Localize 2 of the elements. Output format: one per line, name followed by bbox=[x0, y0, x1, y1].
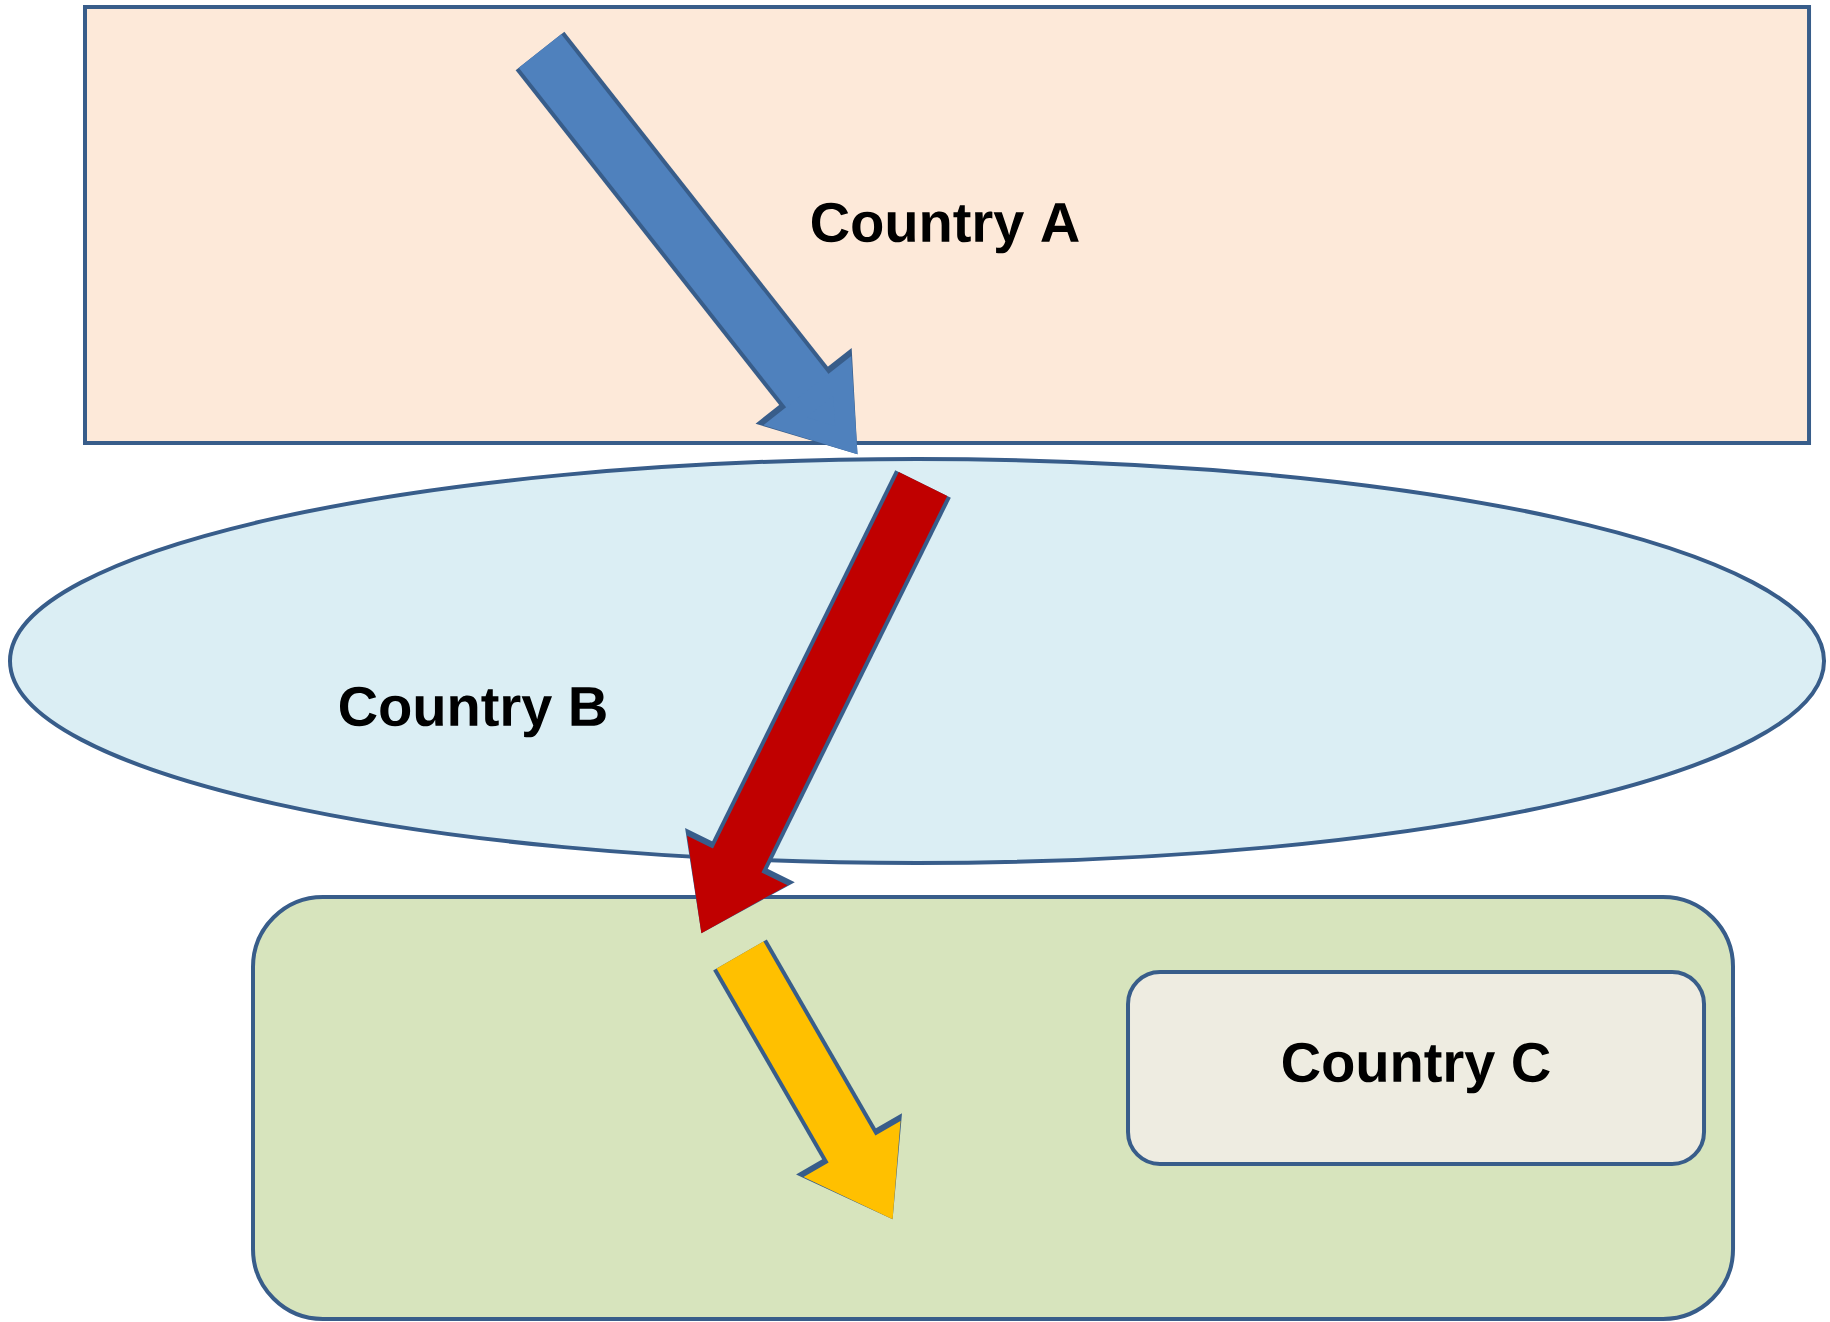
region-box: Country C bbox=[1126, 970, 1706, 1166]
region-box: Country A bbox=[83, 5, 1812, 445]
